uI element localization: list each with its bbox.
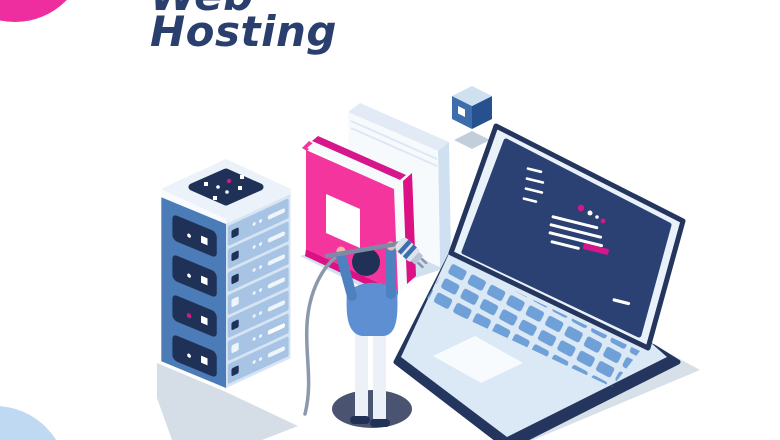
title-line-hosting: Hosting xyxy=(150,7,337,56)
pink-book-label xyxy=(326,194,360,248)
laptop xyxy=(393,123,700,440)
cube-top-face xyxy=(452,86,492,106)
screen-magenta-bar xyxy=(582,243,609,255)
screen-code-lines xyxy=(522,167,631,306)
white-book-top xyxy=(348,103,449,151)
server-rack-shadow xyxy=(157,363,298,440)
pink-book-pages-side xyxy=(394,181,407,292)
page-title: Web Hosting xyxy=(150,0,337,56)
screen-bottom-dash xyxy=(612,298,631,306)
screen-dot-magenta xyxy=(577,204,585,212)
held-cable-and-plug xyxy=(324,237,428,269)
rack-left-panels xyxy=(172,215,217,377)
rack-server-slats xyxy=(227,198,289,384)
blue-circle-decoration xyxy=(0,406,57,440)
title-line-web: Web xyxy=(150,0,337,17)
pink-circle-decoration xyxy=(0,0,67,22)
power-plug-icon xyxy=(395,237,428,269)
person-plugging-cable xyxy=(303,241,412,428)
cube-right-face xyxy=(472,96,492,129)
person-left-arm xyxy=(336,251,357,301)
rack-left-face xyxy=(161,197,226,388)
slat-details xyxy=(231,208,286,376)
rack-top-lip-left xyxy=(161,189,226,226)
pink-book-pages-top xyxy=(307,142,402,187)
laptop-trackpad xyxy=(433,336,523,383)
network-cube-icon xyxy=(452,86,492,149)
cube-port xyxy=(458,106,465,117)
person-right-leg xyxy=(373,326,386,422)
cable-bar xyxy=(324,240,405,259)
server-rack xyxy=(157,159,298,440)
pink-book-back-cover-top xyxy=(312,136,406,180)
laptop-keyboard xyxy=(426,260,640,387)
rack-front-face xyxy=(226,194,291,388)
white-book-page-lines xyxy=(350,120,438,167)
rack-top-panel xyxy=(188,168,264,206)
person-torso xyxy=(346,282,398,336)
pink-book-corner-tab xyxy=(302,141,314,151)
person-left-shoe xyxy=(350,416,370,424)
rack-top-panel-leds xyxy=(204,175,244,200)
cable xyxy=(303,252,342,416)
person-left-leg xyxy=(355,326,368,420)
person-head xyxy=(352,248,380,276)
cube-shadow xyxy=(454,131,490,149)
person-right-shoe xyxy=(370,419,390,427)
white-book-side xyxy=(438,142,451,267)
